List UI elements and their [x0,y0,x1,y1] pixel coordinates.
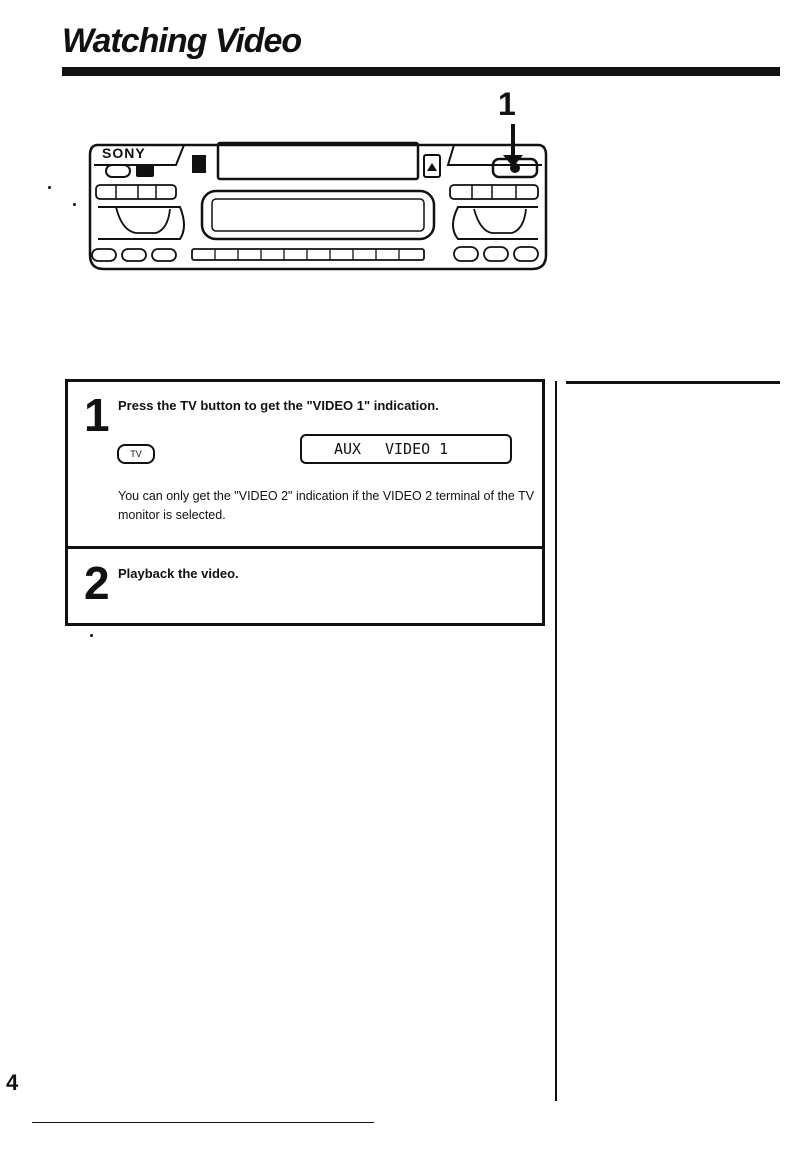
page-title: Watching Video [62,22,301,61]
sony-logo: SONY [102,145,146,161]
display-aux-text: AUX [334,436,361,462]
steps-box: 1 Press the TV button to get the "VIDEO … [65,379,545,626]
side-column-rule [566,381,780,384]
step-instruction: Playback the video. [118,566,239,581]
tv-button: TV [117,444,155,464]
page-number: 4 [6,1070,18,1096]
step-2: 2 Playback the video. [68,548,542,623]
step-instruction: Press the TV button to get the "VIDEO 1"… [118,398,439,413]
stray-mark [90,634,93,637]
footer-rule [32,1122,374,1123]
step-note: You can only get the "VIDEO 2" indicatio… [118,487,538,525]
display-video-text: VIDEO 1 [385,436,448,462]
step-number: 1 [84,392,110,438]
step-1: 1 Press the TV button to get the "VIDEO … [68,382,542,549]
car-stereo-illustration: SONY [88,137,548,273]
display-readout: AUX VIDEO 1 [300,434,512,464]
stray-mark [73,203,76,206]
column-divider [555,381,557,1101]
callout-number: 1 [498,86,516,123]
title-rule [62,67,780,76]
step-number: 2 [84,560,110,606]
stray-mark [48,186,51,189]
